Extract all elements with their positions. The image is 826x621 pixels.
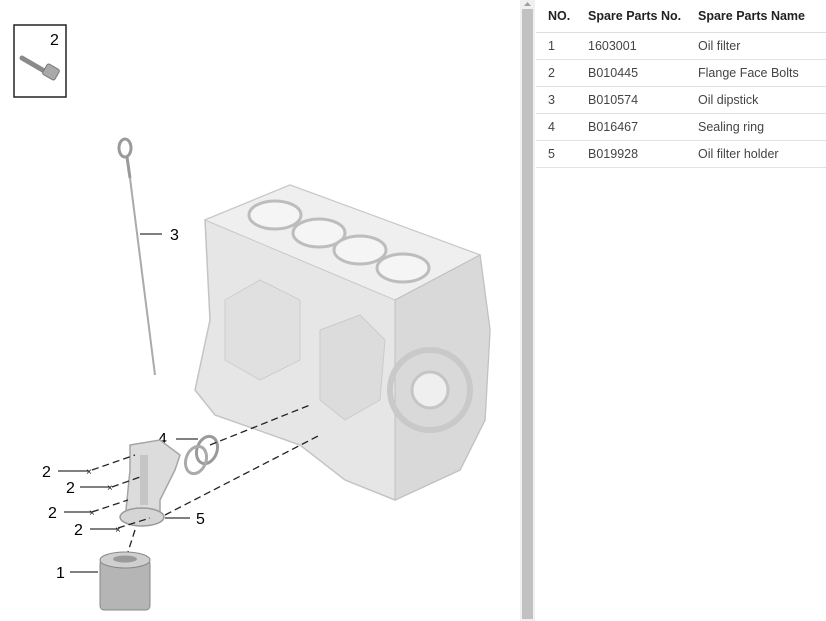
- parts-diagram: 2 3: [13, 24, 491, 611]
- row-part-name: Oil filter holder: [686, 140, 826, 168]
- row-part-no: B019928: [576, 140, 686, 168]
- callout-3: 3: [170, 227, 179, 244]
- row-part-no: 1603001: [576, 32, 686, 60]
- svg-text:×: ×: [115, 525, 121, 536]
- parts-list-panel: NO. Spare Parts No. Spare Parts Name 1 1…: [536, 0, 826, 621]
- table-row[interactable]: 5 B019928 Oil filter holder: [536, 140, 826, 168]
- row-no: 3: [536, 86, 576, 114]
- svg-text:×: ×: [89, 508, 95, 519]
- header-no: NO.: [536, 0, 576, 33]
- exploded-view-illustration: 2 3: [13, 24, 491, 611]
- row-no: 2: [536, 59, 576, 87]
- row-part-name: Sealing ring: [686, 113, 826, 141]
- scroll-up-arrow-icon[interactable]: [522, 0, 533, 8]
- callout-2b: 2: [66, 480, 75, 497]
- diagram-scrollbar[interactable]: [520, 0, 535, 621]
- header-part-no: Spare Parts No.: [576, 0, 686, 33]
- callout-1: 1: [56, 565, 65, 582]
- row-no: 4: [536, 113, 576, 141]
- row-part-no: B010445: [576, 59, 686, 87]
- sealing-ring-illustration: [183, 434, 220, 476]
- callout-5: 5: [196, 511, 205, 528]
- row-part-no: B016467: [576, 113, 686, 141]
- bolt-inset: 2: [13, 24, 67, 98]
- svg-text:×: ×: [107, 483, 113, 494]
- oil-filter-holder-illustration: [119, 439, 181, 527]
- engine-block-illustration: [194, 184, 491, 501]
- row-part-no: B010574: [576, 86, 686, 114]
- callout-2a: 2: [42, 464, 51, 481]
- row-no: 5: [536, 140, 576, 168]
- bolt-callouts: 2 2 2 2 × × × ×: [42, 464, 121, 539]
- table-row[interactable]: 4 B016467 Sealing ring: [536, 113, 826, 141]
- assembly-guide-lines: [91, 404, 321, 556]
- bolt-icon: [19, 55, 60, 81]
- callout-2c: 2: [48, 505, 57, 522]
- table-row[interactable]: 2 B010445 Flange Face Bolts: [536, 59, 826, 87]
- row-part-name: Flange Face Bolts: [686, 59, 826, 87]
- callout-2d: 2: [74, 522, 83, 539]
- table-row[interactable]: 3 B010574 Oil dipstick: [536, 86, 826, 114]
- row-part-name: Oil filter: [686, 32, 826, 60]
- table-header-row: NO. Spare Parts No. Spare Parts Name: [536, 0, 826, 33]
- row-part-name: Oil dipstick: [686, 86, 826, 114]
- row-no: 1: [536, 32, 576, 60]
- inset-callout-label: 2: [50, 32, 59, 49]
- scrollbar-thumb[interactable]: [522, 9, 533, 619]
- oil-dipstick-illustration: [117, 137, 156, 376]
- oil-filter-illustration: [99, 551, 151, 611]
- table-row[interactable]: 1 1603001 Oil filter: [536, 32, 826, 60]
- header-part-name: Spare Parts Name: [686, 0, 826, 33]
- parts-table: NO. Spare Parts No. Spare Parts Name 1 1…: [536, 0, 826, 168]
- callout-4: 4: [158, 431, 167, 448]
- svg-text:×: ×: [86, 467, 92, 478]
